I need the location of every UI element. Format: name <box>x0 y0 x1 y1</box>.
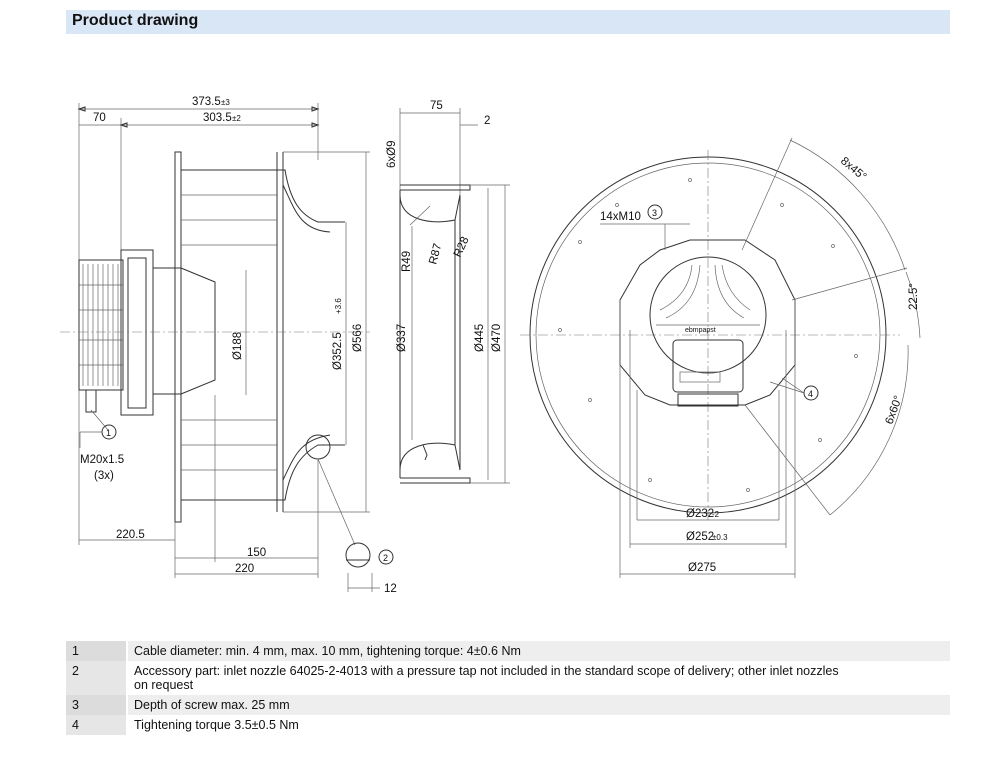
angle-6x60: 6x60° <box>884 394 905 426</box>
dim-352-5-tol: +3.6 <box>334 298 343 314</box>
dim-220-5: 220.5 <box>116 529 145 541</box>
svg-text:1: 1 <box>106 428 111 438</box>
dim-70: 70 <box>93 112 106 124</box>
note-text: Depth of screw max. 25 mm <box>134 698 290 712</box>
dim-150: 150 <box>247 547 266 559</box>
note-text: Cable diameter: min. 4 mm, max. 10 mm, t… <box>134 644 521 658</box>
callout-3 <box>647 204 663 220</box>
dim-303-5-tol: ±2 <box>232 114 241 123</box>
dim-6x9: 6xØ9 <box>386 141 398 169</box>
mounting-holes <box>558 178 858 492</box>
terminal-box <box>672 339 744 393</box>
dim-445: Ø445 <box>474 324 486 352</box>
motor-housing <box>78 259 124 391</box>
dim-75: 75 <box>430 100 443 112</box>
dim-352-5: Ø352.5 <box>332 332 344 370</box>
dim-188: Ø188 <box>232 332 244 360</box>
table-row: 1 Cable diameter: min. 4 mm, max. 10 mm,… <box>66 641 950 661</box>
svg-text:3: 3 <box>652 208 657 218</box>
section-title: Product drawing <box>72 12 199 29</box>
product-drawing: 373.5 ±3 70 303.5 ±2 <box>60 96 921 595</box>
cooling-ribs <box>656 264 760 326</box>
thread-m10: 14xM10 <box>600 211 641 223</box>
thread-m20-count: (3x) <box>94 470 114 482</box>
dim-303-5: 303.5 <box>203 112 232 124</box>
brand-logo: ebmpapst <box>685 327 716 334</box>
dim-470: Ø470 <box>491 324 503 352</box>
angle-8x45: 8x45° <box>838 155 868 183</box>
dim-12: 12 <box>384 583 397 595</box>
detail-circle <box>305 434 331 460</box>
radius-87: R87 <box>427 242 444 265</box>
note-number: 2 <box>66 661 128 695</box>
table-row: 2 Accessory part: inlet nozzle 64025-2-4… <box>66 661 950 695</box>
notes-table: 1 Cable diameter: min. 4 mm, max. 10 mm,… <box>66 641 950 735</box>
note-number: 4 <box>66 715 128 735</box>
dim-566: Ø566 <box>352 324 364 352</box>
dim-220: 220 <box>235 563 254 575</box>
table-row: 3 Depth of screw max. 25 mm <box>66 695 950 715</box>
dim-373-5-tol: ±3 <box>221 98 230 107</box>
dim-252-tol: ±0.3 <box>712 533 728 542</box>
dim-373-5: 373.5 <box>192 96 221 108</box>
dim-252: Ø252 <box>686 531 714 543</box>
table-row: 4 Tightening torque 3.5±0.5 Nm <box>66 715 950 735</box>
thread-m20: M20x1.5 <box>80 454 124 466</box>
svg-text:4: 4 <box>808 389 813 399</box>
radius-49: R49 <box>401 251 413 272</box>
dim-275: Ø275 <box>688 562 716 574</box>
side-view: 373.5 ±3 70 303.5 ±2 <box>60 96 397 595</box>
back-plate <box>174 151 182 523</box>
dim-232-tol: -2 <box>712 510 720 519</box>
note-number: 3 <box>66 695 128 715</box>
dim-232: Ø232 <box>686 508 714 520</box>
note-number: 1 <box>66 641 128 661</box>
angle-22-5: 22.5° <box>908 283 920 310</box>
section-header: Product drawing <box>66 10 950 34</box>
motor-plate <box>619 239 796 406</box>
front-view: ebmpapst 14xM10 3 4 8x45° 22.5° 6x60° Ø2… <box>520 137 921 578</box>
callout-2 <box>378 549 394 565</box>
motor-fins <box>79 264 123 386</box>
note-text: Tightening torque 3.5±0.5 Nm <box>134 718 299 732</box>
note-text: Accessory part: inlet nozzle 64025-2-401… <box>134 664 839 692</box>
dim-2: 2 <box>484 115 490 127</box>
cable-glands <box>677 393 739 407</box>
dim-337: Ø337 <box>396 324 408 352</box>
svg-text:2: 2 <box>383 553 388 563</box>
inlet-nozzle-view: 75 2 6xØ9 R49 R87 R28 Ø337 Ø445 Ø470 <box>386 100 510 484</box>
